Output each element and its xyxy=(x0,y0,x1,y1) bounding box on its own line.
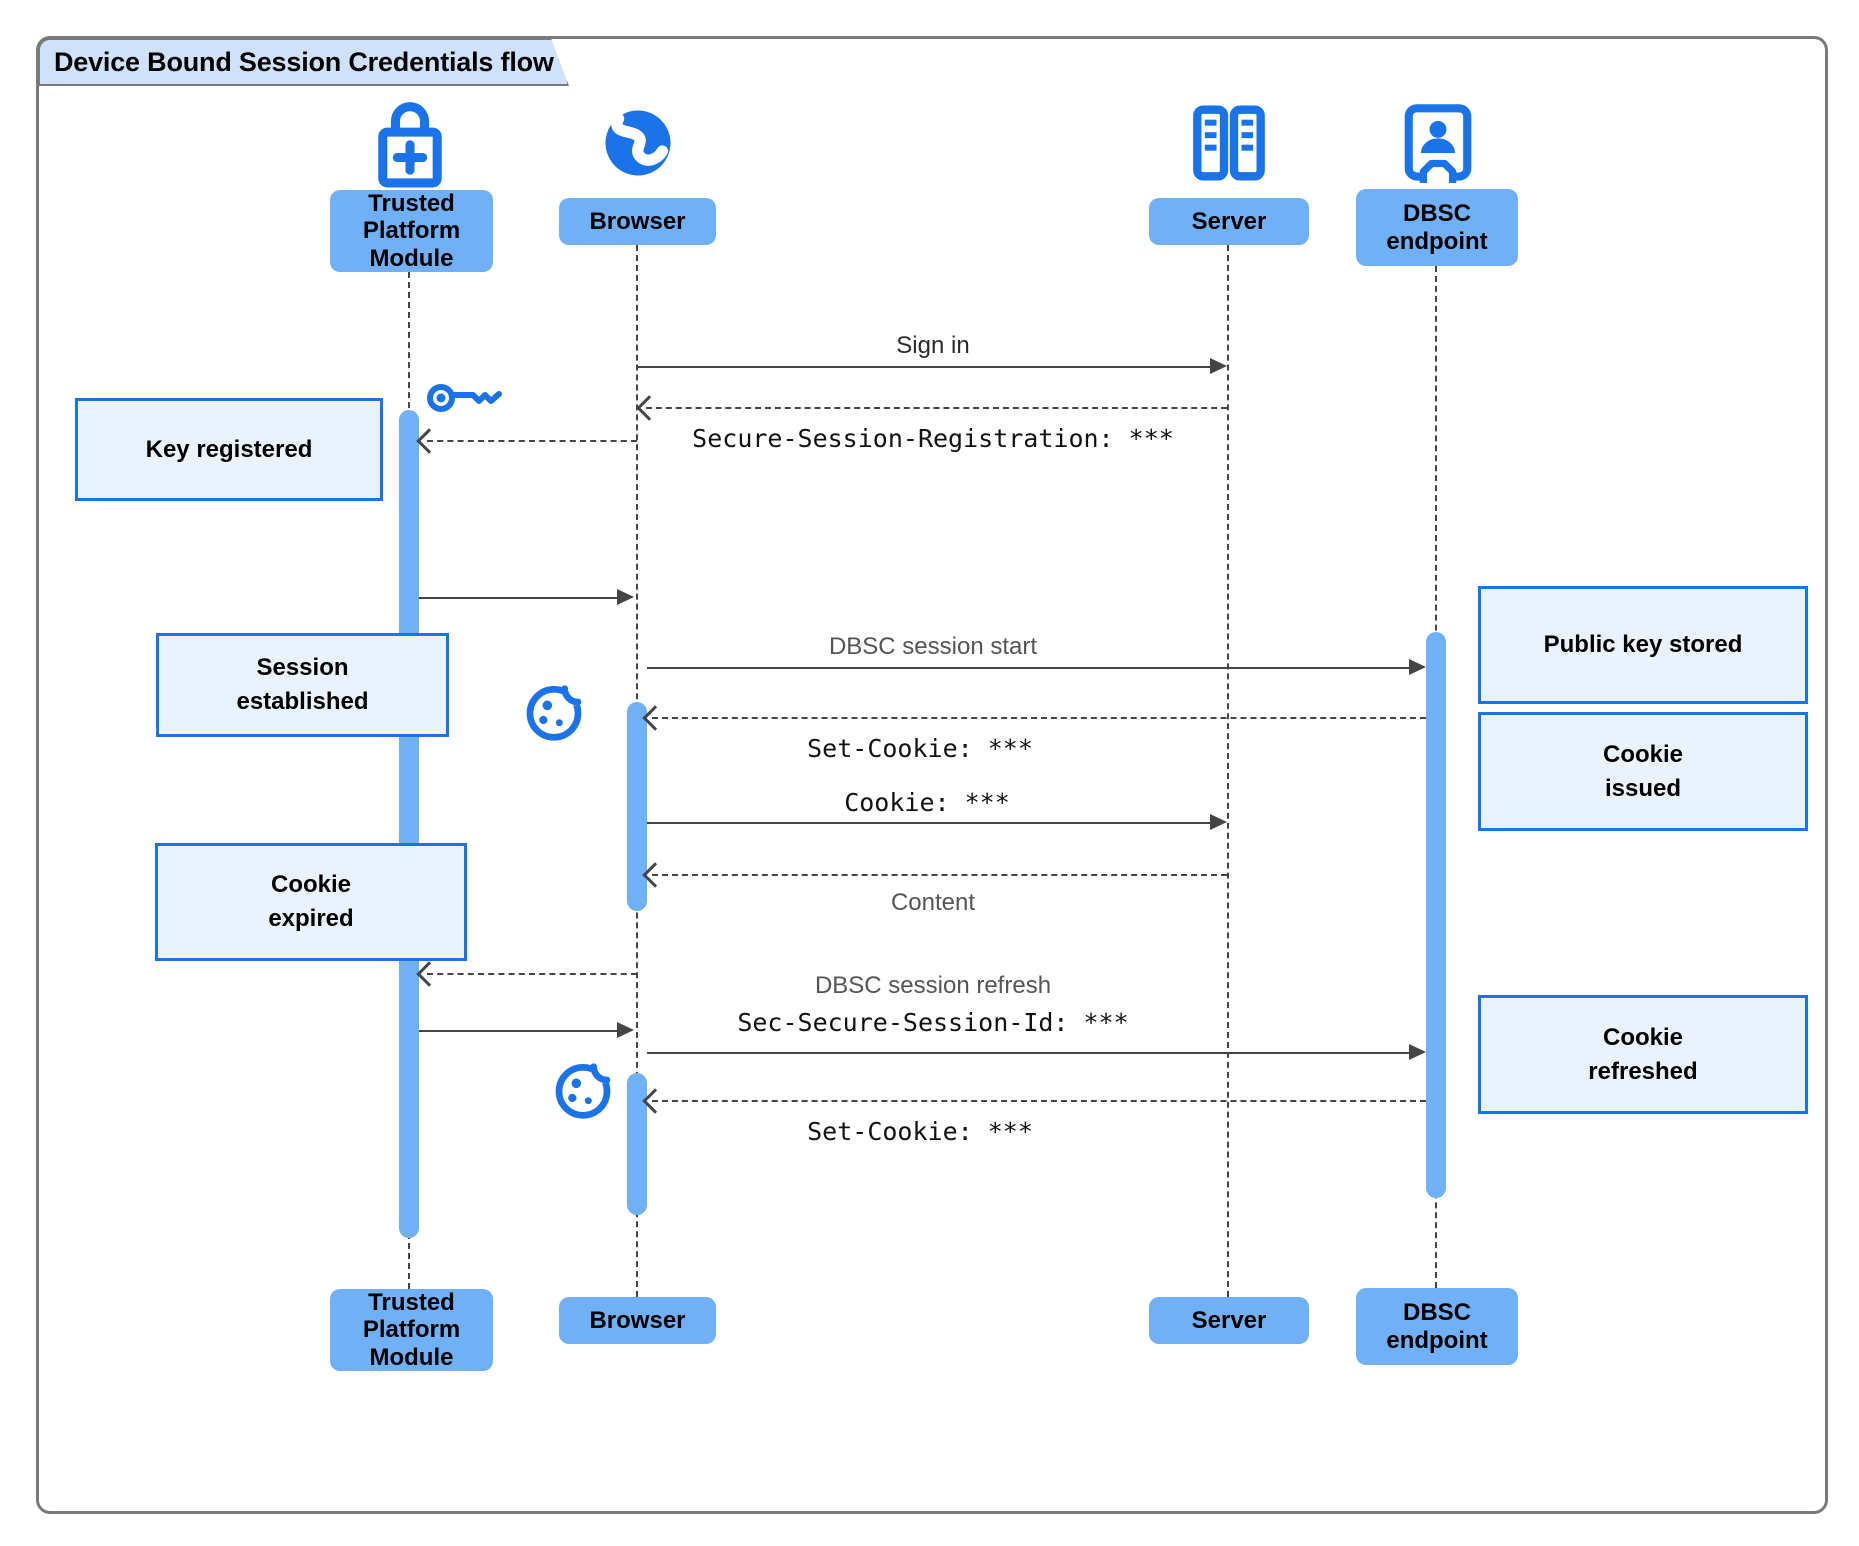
message-set-cookie-2-line xyxy=(652,1100,1426,1102)
note-cookie-expired: Cookie expired xyxy=(155,843,467,961)
participant-browser-bottom: Browser xyxy=(559,1297,716,1344)
note-cookie-issued: Cookie issued xyxy=(1478,712,1808,831)
diagram-title-tab: Device Bound Session Credentials flow xyxy=(38,38,569,86)
arrowhead-dbsc-start xyxy=(1409,659,1426,675)
participant-dbsc-bottom: DBSC endpoint xyxy=(1356,1288,1518,1365)
message-content-line xyxy=(652,874,1227,876)
arrowhead-dbsc-refresh xyxy=(1409,1044,1426,1060)
lifeline-server xyxy=(1227,245,1229,1297)
lock-plus-icon xyxy=(366,94,454,192)
participant-tpm-bottom: Trusted Platform Module xyxy=(330,1289,493,1371)
message-dbsc-start-label: DBSC session start xyxy=(828,633,1038,660)
message-ssr-label: Secure-Session-Registration: *** xyxy=(692,424,1174,453)
arrowhead-cookie xyxy=(1210,814,1227,830)
message-sign-in-label: Sign in xyxy=(896,332,970,359)
message-dbsc-start-line xyxy=(647,667,1410,669)
server-racks-icon xyxy=(1189,102,1269,184)
note-public-key-stored: Public key stored xyxy=(1478,586,1808,704)
activation-browser-2 xyxy=(627,1073,647,1215)
activation-tpm xyxy=(399,410,419,1238)
participant-tpm-top: Trusted Platform Module xyxy=(330,190,493,272)
message-refresh-key-line xyxy=(427,973,637,975)
participant-browser-top: Browser xyxy=(559,198,716,245)
badge-person-icon xyxy=(1399,100,1477,188)
message-register-key-line xyxy=(427,440,637,442)
message-content-label: Content xyxy=(890,889,976,916)
key-icon xyxy=(425,374,505,422)
participant-server-top: Server xyxy=(1149,198,1309,245)
message-sign-in-line xyxy=(637,366,1212,368)
message-dbsc-refresh-line xyxy=(647,1052,1410,1054)
cookie-icon xyxy=(522,680,586,744)
message-key-done-line xyxy=(419,597,619,599)
note-session-established: Session established xyxy=(156,633,449,737)
activation-browser-1 xyxy=(627,702,647,911)
message-set-cookie-2-label: Set-Cookie: *** xyxy=(807,1117,1033,1146)
globe-icon xyxy=(599,104,677,182)
cookie-icon xyxy=(551,1058,615,1122)
message-cookie-label: Cookie: *** xyxy=(844,788,1010,817)
arrowhead-key-done xyxy=(617,589,634,605)
participant-server-bottom: Server xyxy=(1149,1297,1309,1344)
participant-dbsc-top: DBSC endpoint xyxy=(1356,189,1518,266)
message-ssr-line xyxy=(646,407,1227,409)
arrowhead-sign-in xyxy=(1210,358,1227,374)
note-cookie-refreshed: Cookie refreshed xyxy=(1478,995,1808,1114)
message-set-cookie-1-line xyxy=(652,717,1426,719)
arrowhead-refresh-done xyxy=(617,1022,634,1038)
message-set-cookie-1-label: Set-Cookie: *** xyxy=(807,734,1033,763)
message-session-id-label: Sec-Secure-Session-Id: *** xyxy=(737,1008,1129,1037)
diagram-title: Device Bound Session Credentials flow xyxy=(54,46,554,77)
note-key-registered: Key registered xyxy=(75,398,383,501)
message-refresh-done-line xyxy=(419,1030,619,1032)
activation-dbsc-endpoint xyxy=(1426,632,1446,1198)
message-cookie-line xyxy=(647,822,1212,824)
message-dbsc-refresh-label: DBSC session refresh xyxy=(814,972,1052,999)
